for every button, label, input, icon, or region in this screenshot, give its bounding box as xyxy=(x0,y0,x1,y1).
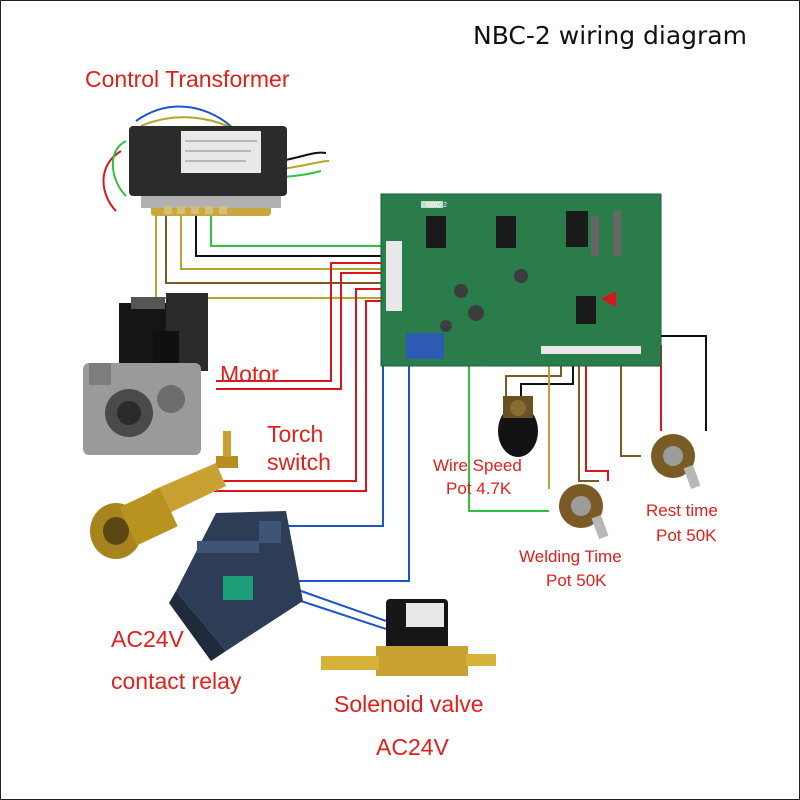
transformer-terminals xyxy=(164,206,227,214)
control-transformer xyxy=(102,105,330,216)
nbc2-control-board: NBC-2 xyxy=(380,193,662,367)
motor-wires xyxy=(216,262,396,390)
label-welding-time-line1: Welding Time xyxy=(519,547,622,566)
label-wire-speed-line1: Wire Speed xyxy=(433,456,522,475)
label-relay-line2: contact relay xyxy=(111,668,242,694)
contact-relay xyxy=(169,511,303,661)
board-model-text: NBC-2 xyxy=(426,202,447,209)
board-heatsinks xyxy=(426,211,621,256)
wire-feed-motor xyxy=(83,293,208,455)
torch-connector xyxy=(90,431,238,559)
rest-time-pot xyxy=(651,434,701,490)
label-torch-line1: Torch xyxy=(267,421,324,447)
board-components xyxy=(386,241,641,359)
transformer-wires xyxy=(155,216,396,299)
page-title: NBC-2 wiring diagram xyxy=(473,21,747,50)
label-wire-speed-line2: Pot 4.7K xyxy=(446,479,512,498)
solenoid-valve xyxy=(321,599,496,676)
label-motor: Motor xyxy=(220,361,279,387)
label-rest-time-line1: Rest time xyxy=(646,501,718,520)
label-solenoid-line2: AC24V xyxy=(376,734,449,760)
arrow-icon xyxy=(601,291,616,307)
label-rest-time-line2: Pot 50K xyxy=(656,526,717,545)
wire-speed-pot xyxy=(498,396,538,457)
label-relay-line1: AC24V xyxy=(111,626,184,652)
label-solenoid-line1: Solenoid valve xyxy=(334,691,484,717)
label-control-transformer: Control Transformer xyxy=(85,66,290,92)
label-welding-time-line2: Pot 50K xyxy=(546,571,607,590)
welding-time-pot xyxy=(559,484,609,540)
label-torch-line2: switch xyxy=(267,449,331,475)
